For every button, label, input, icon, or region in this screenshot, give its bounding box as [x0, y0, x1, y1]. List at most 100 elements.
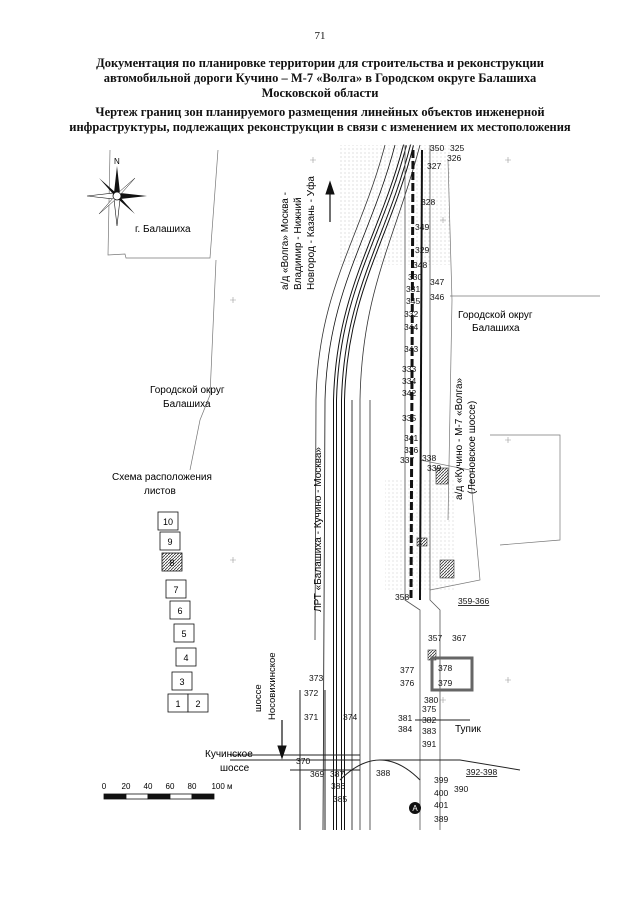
subtitle-line: инфраструктуры, подлежащих реконструкции…	[69, 120, 571, 134]
title-line: Московской области	[261, 86, 379, 100]
object-number: 338	[422, 453, 436, 463]
sheet-2: 2	[195, 699, 200, 709]
object-number: 376	[400, 678, 414, 688]
kuchino-label-line1: Кучинское	[205, 749, 253, 760]
zone-frame	[430, 656, 474, 692]
object-number: 383	[422, 726, 436, 736]
district-left-line2: Балашиха	[163, 399, 211, 410]
marker-a	[409, 802, 421, 814]
railway-label-text: ЛРТ «Балашиха - Кучино - Москва»	[313, 447, 324, 612]
road-label-line1: а/д «Кучино - М-7 «Волга»	[454, 377, 465, 500]
highway-label-line3: Новгород - Казань - Уфа	[305, 176, 317, 290]
sheet-6: 6	[177, 606, 182, 616]
sheet-7: 7	[173, 585, 178, 595]
compass-rose	[86, 166, 147, 227]
highway-volga	[314, 144, 421, 830]
object-number: 346	[430, 292, 444, 302]
object-number: 374	[343, 712, 357, 722]
object-number: 343	[404, 344, 418, 354]
object-number: 367	[452, 633, 466, 643]
object-number: 330	[408, 272, 422, 282]
object-number: 400	[434, 788, 448, 798]
kuchino-label-line2: шоссе	[220, 763, 250, 774]
scheme-label-line2: листов	[144, 486, 176, 497]
sheet-4: 4	[183, 653, 188, 663]
scale-tick: 0	[102, 782, 107, 791]
object-number: 392-398	[466, 767, 497, 777]
sheet-10: 10	[163, 517, 173, 527]
object-number: 344	[404, 322, 418, 332]
object-number: 349	[415, 222, 429, 232]
object-number: 387	[330, 769, 344, 779]
object-number: 380	[424, 695, 438, 705]
object-number: 388	[376, 768, 390, 778]
object-number: 399	[434, 775, 448, 785]
object-number: 348	[413, 260, 427, 270]
title-line: автомобильной дороги Кучино – М-7 «Волга…	[103, 71, 537, 85]
highway-label-line2: Владимир - Нижний	[293, 197, 304, 290]
object-number: 385	[333, 794, 347, 804]
highway-label: а/д «Волга» Москва - Владимир - Нижний Н…	[280, 176, 317, 290]
object-number: 357	[428, 633, 442, 643]
scale-bar	[103, 793, 215, 800]
object-number: 347	[430, 277, 444, 287]
object-number: 382	[422, 715, 436, 725]
object-number: 359-366	[458, 596, 489, 606]
nosov-label: Носовихинское шоссе	[253, 652, 278, 720]
direction-arrows	[277, 180, 335, 760]
object-number: 401	[434, 800, 448, 810]
district-right-line2: Балашиха	[472, 323, 520, 334]
subtitle-line: Чертеж границ зон планируемого размещени…	[95, 105, 545, 119]
scale-tick: 100 м	[211, 782, 232, 791]
object-numbers: 350 325 326 327 328 349 329 348 330 347 …	[296, 143, 497, 824]
page-number: 71	[314, 30, 326, 42]
object-number: 325	[450, 143, 464, 153]
city-label: г. Балашиха	[135, 224, 191, 235]
object-number: 335	[402, 413, 416, 423]
object-number: 378	[438, 663, 452, 673]
object-number: 341	[404, 433, 418, 443]
object-number: 386	[331, 781, 345, 791]
object-number: 345	[406, 296, 420, 306]
scheme-label-line1: Схема расположения	[112, 472, 212, 483]
highway-label-line1: а/д «Волга» Москва -	[280, 192, 291, 290]
scale-tick: 80	[188, 782, 197, 791]
object-number: 381	[398, 713, 412, 723]
object-number: 332	[404, 309, 418, 319]
scale-tick: 20	[122, 782, 131, 791]
object-number: 329	[415, 245, 429, 255]
object-number: 327	[427, 161, 441, 171]
sheet-1: 1	[175, 699, 180, 709]
railway-label: ЛРТ «Балашиха - Кучино - Москва»	[313, 447, 324, 612]
nosov-label-line1: Носовихинское	[267, 652, 278, 720]
object-number: 391	[422, 739, 436, 749]
object-number: 369	[310, 769, 324, 779]
district-left-line1: Городской округ	[150, 385, 225, 396]
road-label: а/д «Кучино - М-7 «Волга» (Леоновское шо…	[454, 377, 478, 500]
object-number: 342	[402, 388, 416, 398]
sheet-scheme	[157, 511, 209, 713]
north-label: N	[114, 157, 120, 166]
object-number: 334	[402, 376, 416, 386]
object-number: 377	[400, 665, 414, 675]
object-number: 390	[454, 784, 468, 794]
tupik-label: Тупик	[455, 724, 482, 735]
object-number: 333	[402, 364, 416, 374]
sheet-3: 3	[179, 677, 184, 687]
object-number: 326	[447, 153, 461, 163]
scale-tick: 60	[166, 782, 175, 791]
object-number: 337	[400, 455, 414, 465]
drawing-subtitle: Чертеж границ зон планируемого размещени…	[40, 105, 600, 135]
sheet-5: 5	[181, 629, 186, 639]
object-number: 372	[304, 688, 318, 698]
district-right-line1: Городской округ	[458, 310, 533, 321]
object-number: 339	[427, 463, 441, 473]
marker-a-label: A	[412, 804, 418, 813]
object-number: 371	[304, 712, 318, 722]
object-number: 328	[421, 197, 435, 207]
object-number: 373	[309, 673, 323, 683]
object-number: 336	[404, 445, 418, 455]
title-line: Документация по планировке территории дл…	[96, 56, 544, 70]
object-number: 370	[296, 756, 310, 766]
object-number: 358	[395, 592, 409, 602]
